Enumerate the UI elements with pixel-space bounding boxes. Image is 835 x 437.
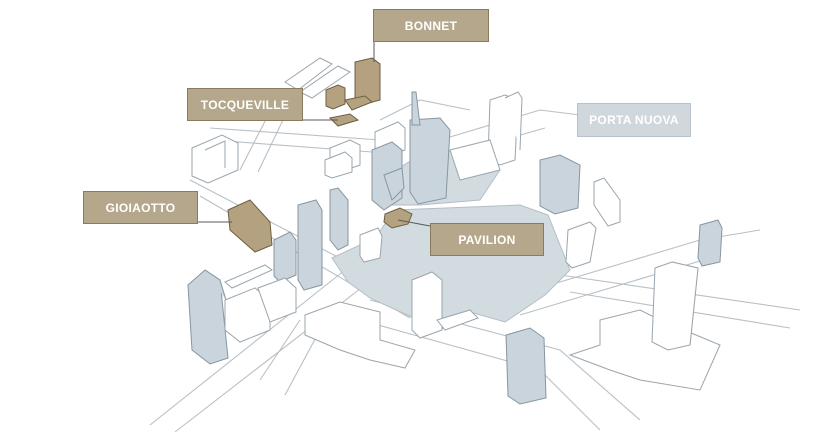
highlighted-buildings: [227, 57, 413, 253]
label-pavilion[interactable]: PAVILION: [430, 223, 544, 256]
label-leaders: [198, 42, 431, 227]
label-gioiaotto[interactable]: GIOIAOTTO: [83, 191, 198, 224]
label-bonnet[interactable]: BONNET: [373, 9, 489, 42]
label-porta-nuova[interactable]: PORTA NUOVA: [577, 103, 691, 137]
label-tocqueville[interactable]: TOCQUEVILLE: [187, 88, 303, 121]
glass-towers: [187, 91, 723, 405]
buildings-south: [224, 177, 721, 391]
buildings-north: [191, 57, 523, 184]
